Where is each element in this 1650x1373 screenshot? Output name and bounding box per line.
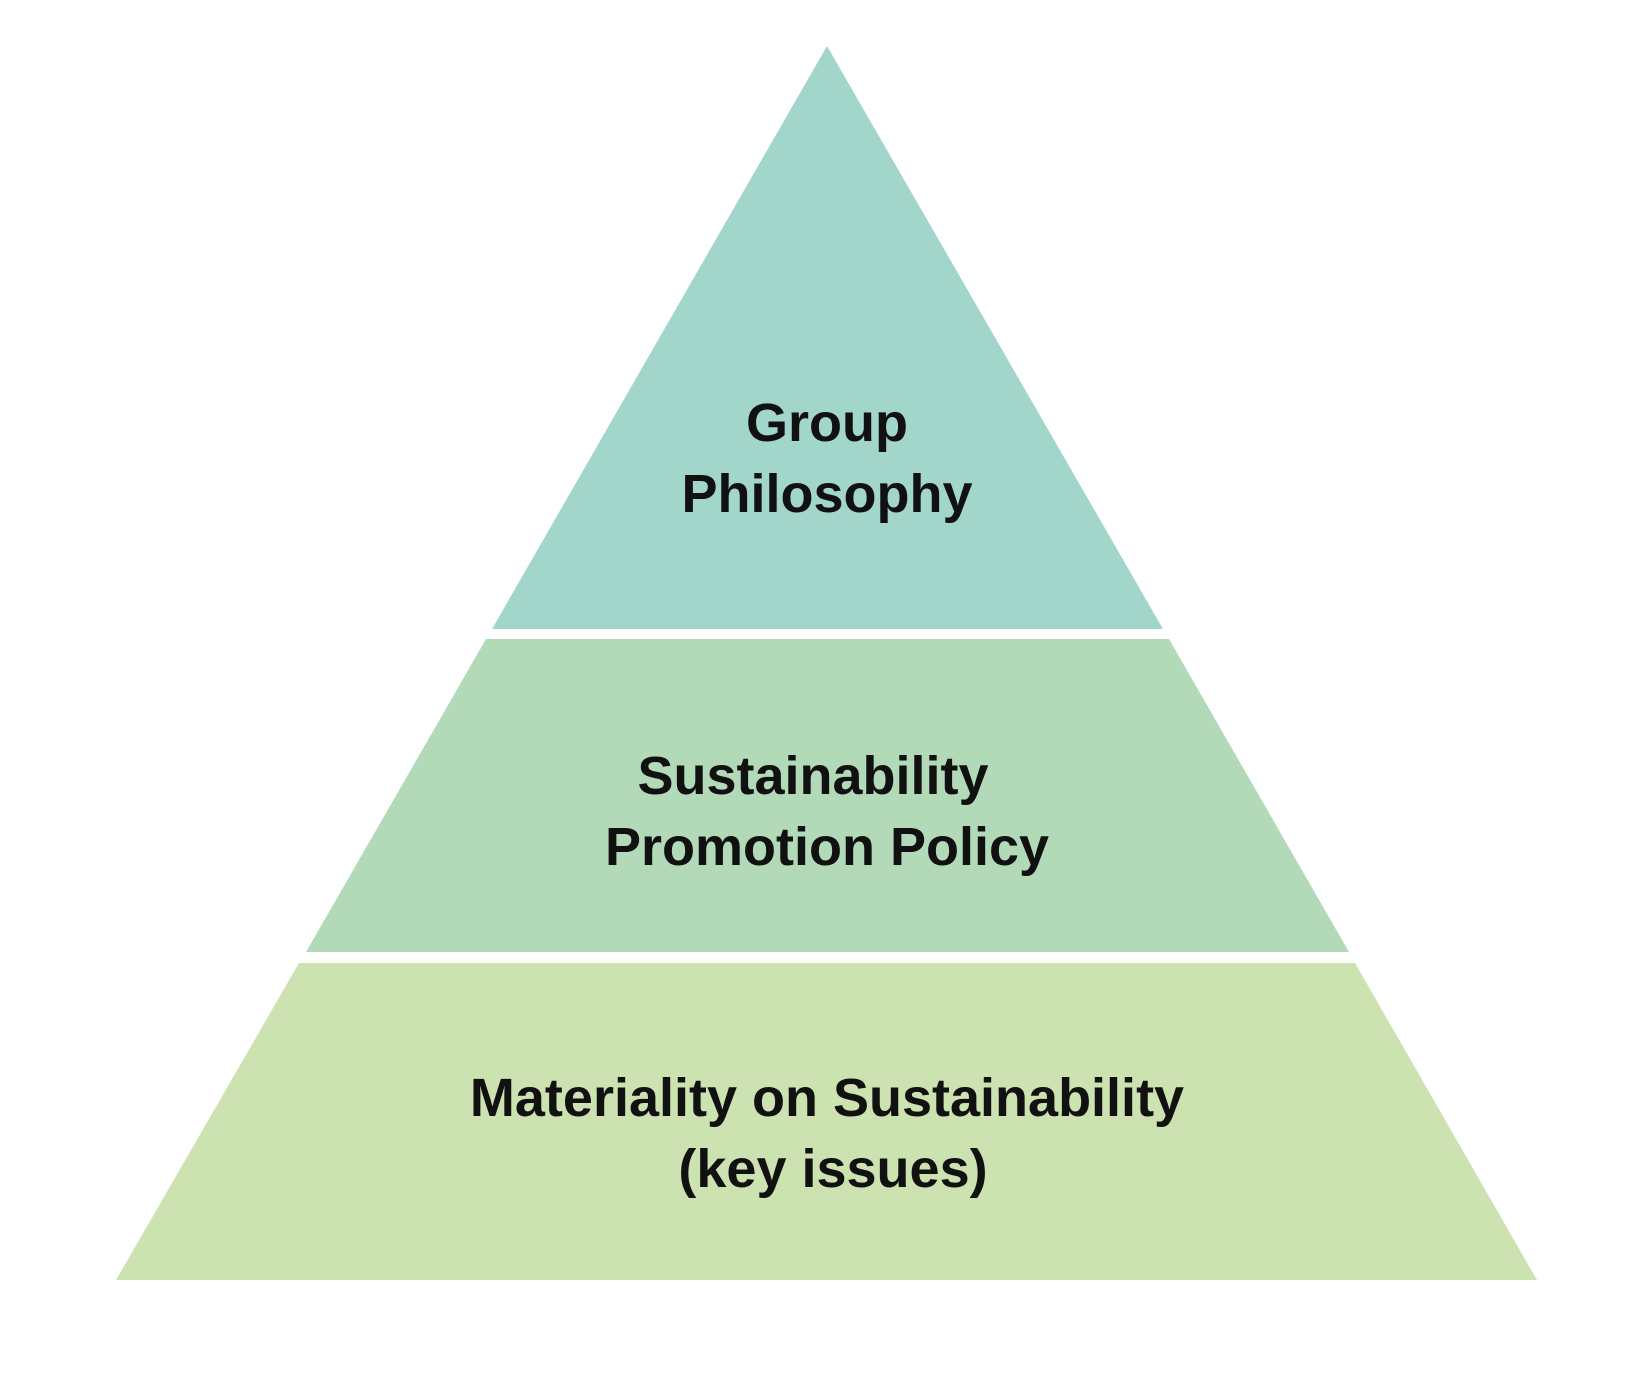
tier-3-line-2: (key issues): [678, 1139, 987, 1199]
tier-sustainability-promotion-policy: [306, 639, 1349, 952]
tier-materiality: [116, 963, 1537, 1280]
tier-2-line-1: Sustainability: [637, 746, 988, 806]
tier-2-line-2: Promotion Policy: [605, 817, 1049, 877]
tier-group-philosophy: [492, 46, 1163, 629]
tier-1-line-1: Group: [746, 393, 908, 453]
tier-3-line-1: Materiality on Sustainability: [470, 1068, 1184, 1128]
tier-1-line-2: Philosophy: [681, 464, 972, 524]
